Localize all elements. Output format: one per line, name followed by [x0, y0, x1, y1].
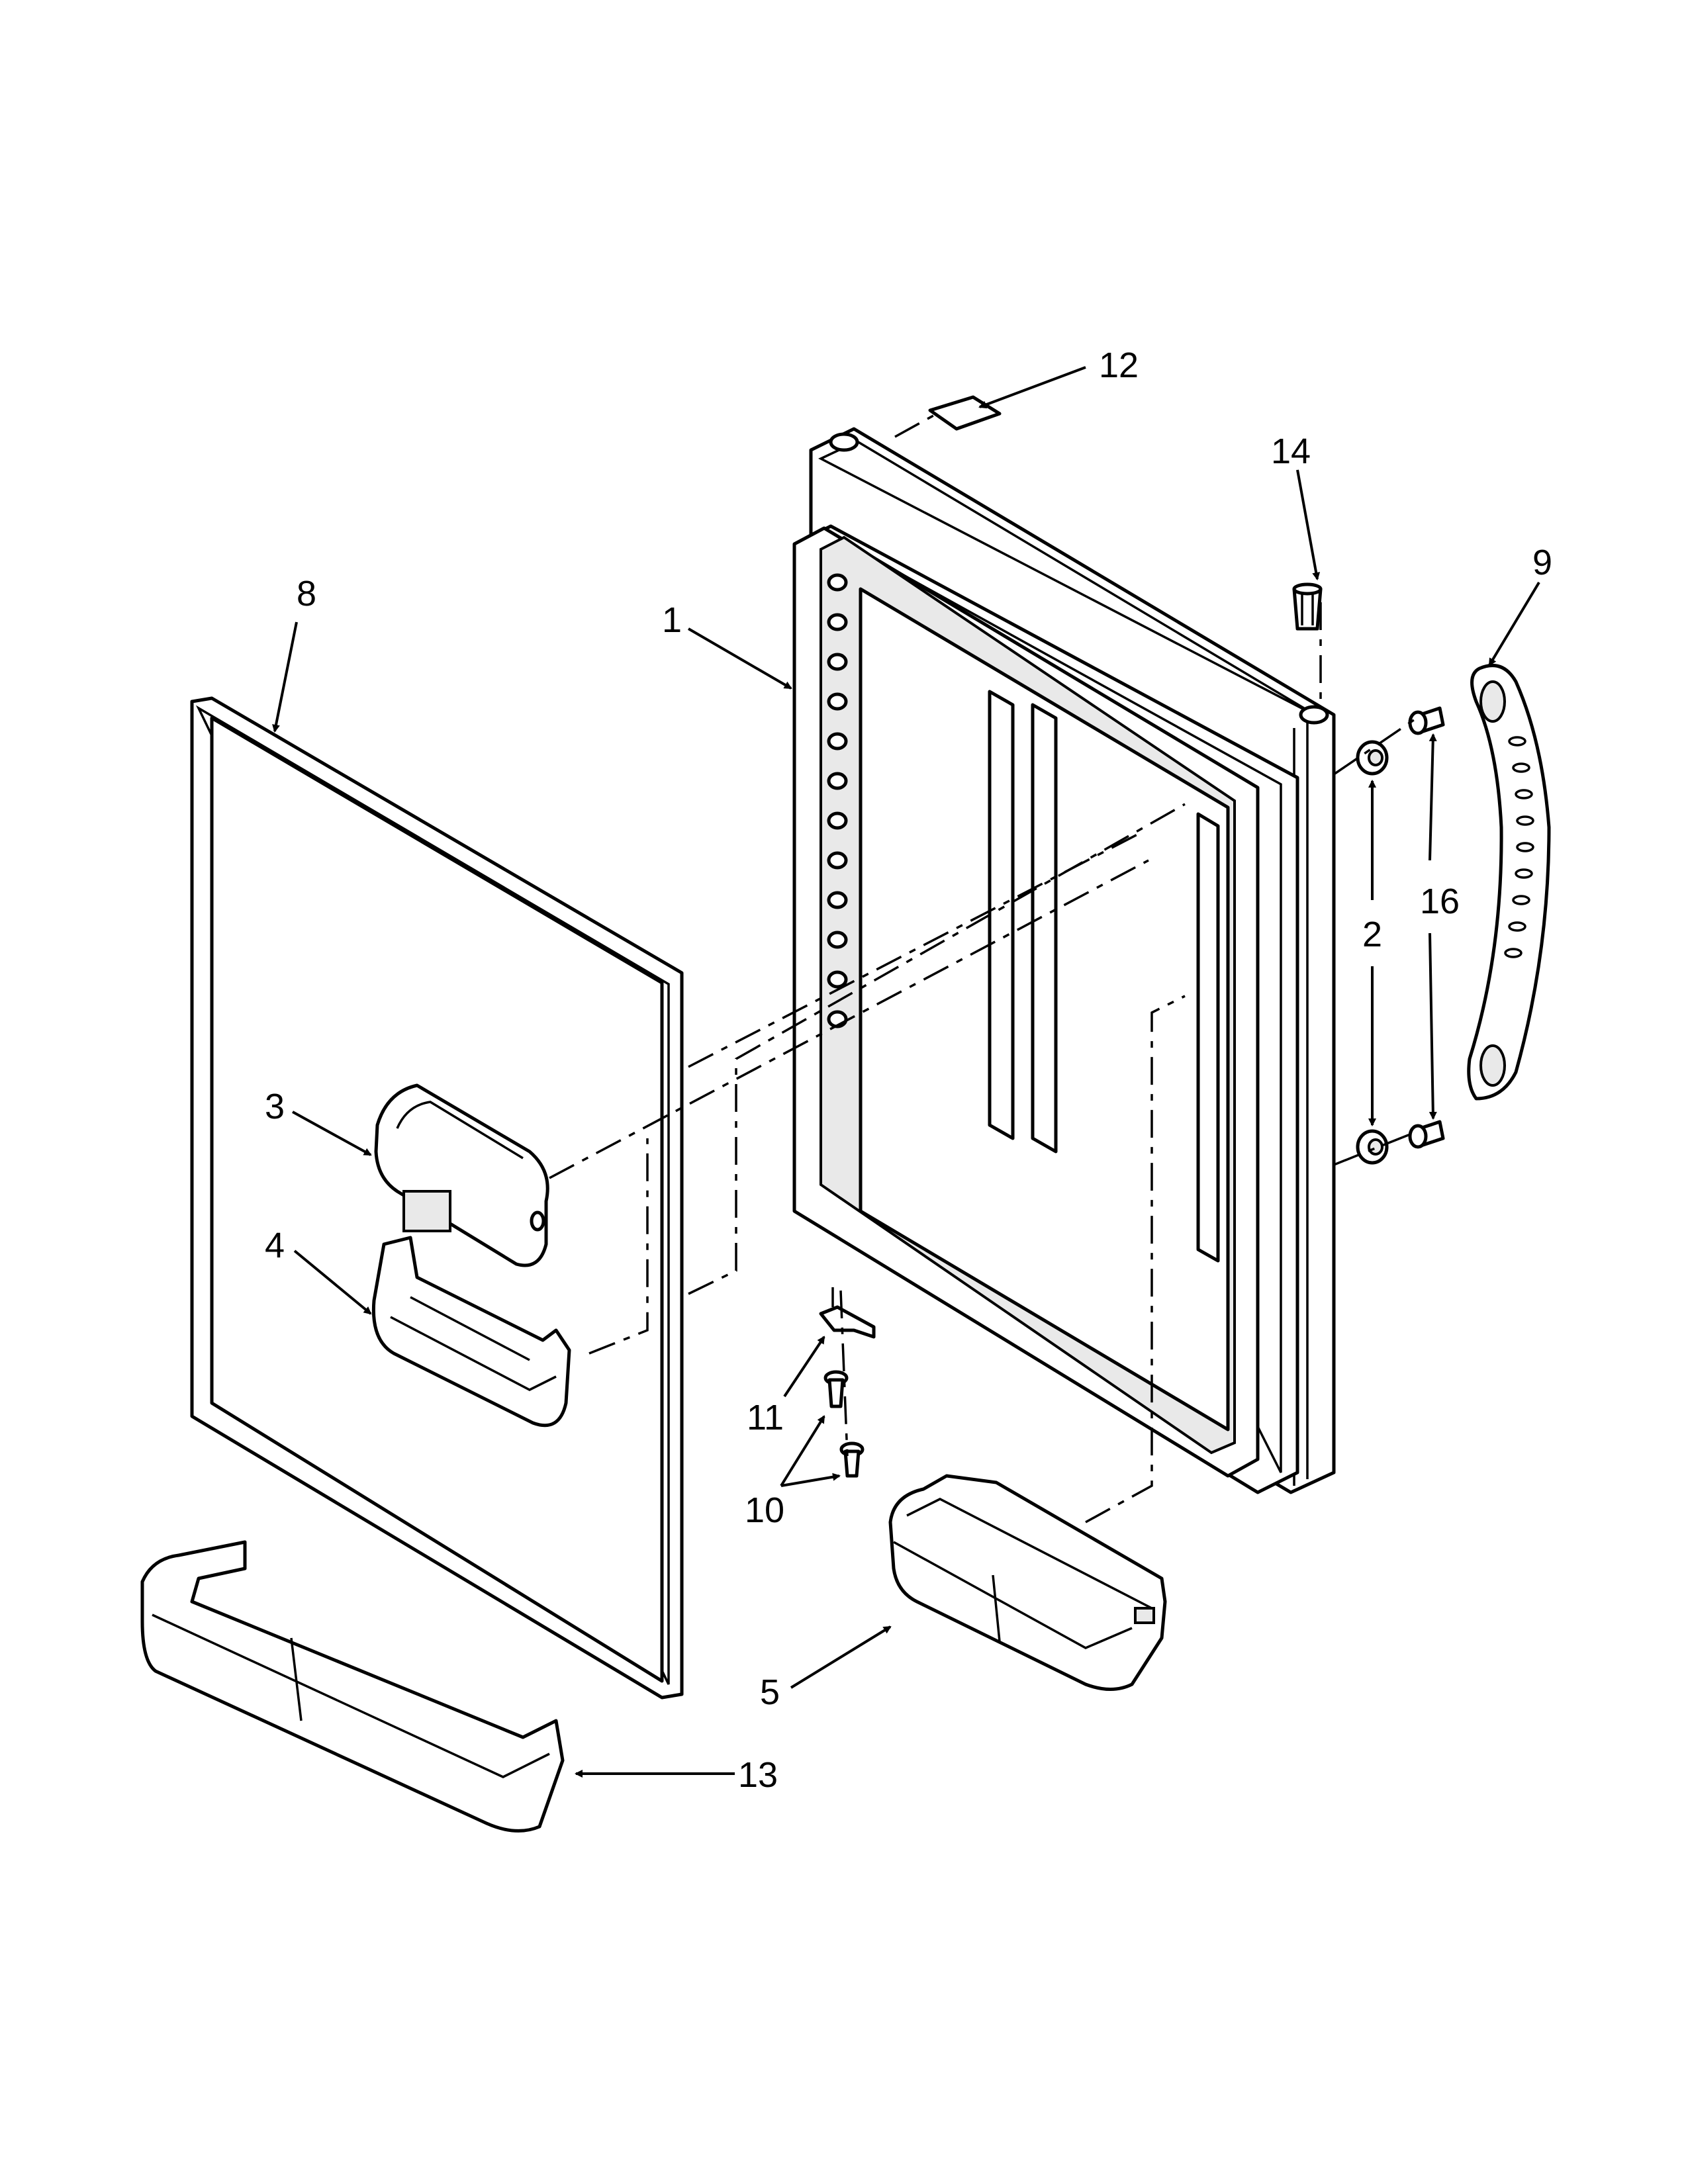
callout-8: 8	[297, 574, 316, 614]
bracket-part-11	[819, 1287, 876, 1339]
door-bin-part-13	[140, 1540, 565, 1833]
callout-3: 3	[265, 1087, 285, 1126]
callout-13: 13	[738, 1755, 778, 1795]
callouts: 12 14 9 1 8 16 2 3 4 11 10 5 13	[265, 345, 1552, 1795]
handle-stud-upper-part-2	[1356, 740, 1389, 776]
screw-upper-part-10	[823, 1370, 849, 1408]
handle-screw-upper-part-16	[1408, 706, 1445, 735]
dispenser-cover-part-3	[374, 1083, 549, 1267]
callout-1: 1	[662, 600, 682, 640]
door-liner-part-1	[792, 427, 1336, 1494]
dispenser-tray-part-4	[371, 1236, 571, 1428]
leader-lines	[272, 366, 1540, 1778]
screw-lower-part-10	[839, 1441, 865, 1478]
callout-11: 11	[747, 1398, 784, 1437]
callout-10: 10	[745, 1490, 784, 1530]
hinge-shim-part-12	[928, 395, 1002, 431]
door-handle-part-9	[1467, 664, 1551, 1101]
handle-stud-lower-part-2	[1356, 1129, 1389, 1165]
callout-2: 2	[1362, 915, 1382, 954]
shelf-support-bumps	[827, 573, 848, 1028]
hinge-bushing-part-14	[1292, 582, 1323, 631]
handle-screw-lower-part-16	[1408, 1120, 1445, 1149]
callout-9: 9	[1532, 543, 1552, 582]
callout-12: 12	[1099, 345, 1139, 385]
handle-grip-ridges	[1504, 736, 1534, 958]
door-bin-part-5	[888, 1474, 1167, 1691]
callout-5: 5	[760, 1672, 780, 1712]
assembly-lines	[549, 414, 1417, 1524]
callout-14: 14	[1271, 432, 1311, 471]
callout-16: 16	[1420, 882, 1460, 921]
callout-4: 4	[265, 1226, 285, 1265]
